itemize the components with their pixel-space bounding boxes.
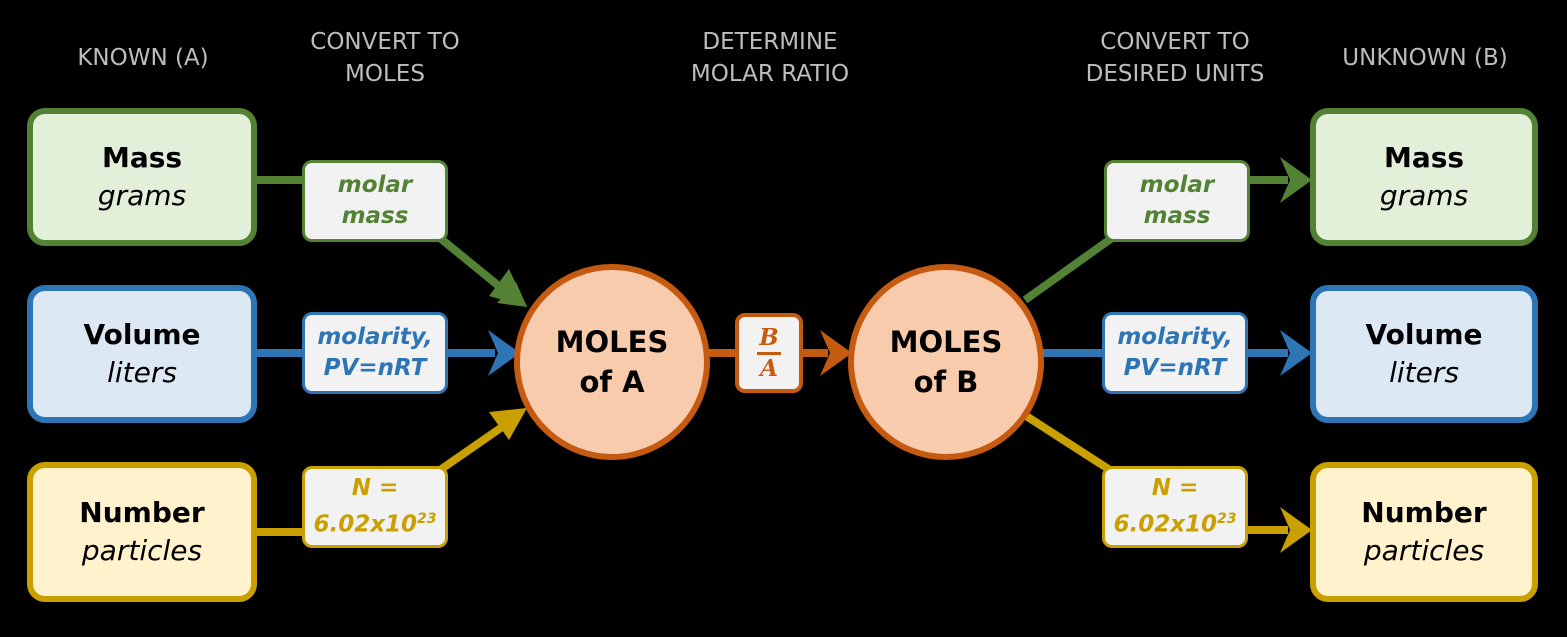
arrow-volume-to-moles-a [488, 330, 520, 376]
moles-b-to-conv-mass-line [1022, 234, 1115, 304]
unknown-number-box: Number particles [1310, 462, 1538, 602]
moles-b-line2: of B [913, 365, 979, 399]
moles-b-to-conv-number-line [1017, 408, 1113, 474]
arrow-to-mass-b [1280, 157, 1312, 203]
conv-number-to-moles-a-line [437, 421, 508, 474]
conv-molarity-right: molarity, PV=nRT [1102, 312, 1248, 394]
known-number-unit: particles [81, 534, 203, 567]
conv-molar-mass-right: molar mass [1104, 160, 1250, 242]
known-volume-title: Volume [83, 318, 201, 351]
unknown-mass-unit: grams [1379, 179, 1469, 212]
conv-avogadro-right-line1: N = [1151, 475, 1199, 502]
ratio-fraction-bar [757, 351, 781, 355]
known-volume-box: Volume liters [27, 285, 257, 423]
unknown-volume-title: Volume [1365, 318, 1483, 351]
known-volume-unit: liters [107, 356, 177, 389]
conv-molar-mass-left: molar mass [302, 160, 448, 242]
conv-avogadro-left-line1: N = [351, 475, 399, 502]
known-number-title: Number [79, 496, 205, 529]
moles-b-line1: MOLES [889, 325, 1003, 359]
known-mass-title: Mass [101, 141, 183, 174]
arrow-ratio-to-moles-b [820, 330, 852, 376]
conv-molar-mass-left-line1: molar [337, 172, 413, 198]
known-mass-unit: grams [97, 179, 187, 212]
conv-molarity-left-line1: molarity, [317, 324, 433, 350]
conv-molarity-left: molarity, PV=nRT [302, 312, 448, 394]
arrow-number-to-moles-a [489, 408, 527, 440]
avogadro-base-right: 6.02x10 [1113, 511, 1218, 538]
moles-a-line2: of A [579, 365, 645, 399]
unknown-mass-box: Mass grams [1310, 108, 1538, 246]
molar-ratio-box: B A [735, 313, 803, 393]
conv-molarity-right-line2: PV=nRT [1123, 355, 1227, 381]
header-unknown: UNKNOWN (B) [1342, 45, 1508, 71]
unknown-volume-unit: liters [1389, 356, 1459, 389]
arrow-to-number-b [1280, 507, 1312, 553]
moles-a-line1: MOLES [555, 325, 669, 359]
conv-mass-to-moles-a-line [437, 234, 503, 291]
unknown-mass-title: Mass [1383, 141, 1465, 174]
conv-molarity-left-line2: PV=nRT [323, 355, 427, 381]
avogadro-base: 6.02x10 [313, 511, 418, 538]
conv-avogadro-right-line2: 6.02x1023 [1113, 504, 1236, 541]
avogadro-exponent: 23 [417, 511, 437, 528]
conv-molar-mass-right-line1: molar [1139, 172, 1215, 198]
ratio-denominator: A [760, 354, 778, 382]
ratio-numerator: B [759, 323, 779, 351]
unknown-number-unit: particles [1363, 534, 1485, 567]
conv-avogadro-right: N = 6.02x1023 [1102, 466, 1248, 548]
conv-avogadro-left-line2: 6.02x1023 [313, 504, 436, 541]
moles-of-b-circle: MOLES of B [848, 264, 1044, 460]
unknown-volume-box: Volume liters [1310, 285, 1538, 423]
known-mass-box: Mass grams [27, 108, 257, 246]
header-convert-to-moles: CONVERT TO MOLES [310, 29, 460, 87]
arrow-to-volume-b [1280, 330, 1312, 376]
conv-molarity-right-line1: molarity, [1117, 324, 1233, 350]
conv-molar-mass-left-line2: mass [341, 203, 409, 229]
header-determine-molar-ratio: DETERMINE MOLAR RATIO [690, 29, 850, 87]
moles-of-a-circle: MOLES of A [514, 264, 710, 460]
header-convert-to-desired-units: CONVERT TO DESIRED UNITS [1085, 29, 1265, 87]
unknown-number-title: Number [1361, 496, 1487, 529]
header-known: KNOWN (A) [77, 45, 209, 71]
conv-molar-mass-right-line2: mass [1143, 203, 1211, 229]
known-number-box: Number particles [27, 462, 257, 602]
avogadro-exponent-right: 23 [1217, 511, 1237, 528]
arrow-mass-to-moles-a-head [489, 269, 527, 307]
conv-avogadro-left: N = 6.02x1023 [302, 466, 448, 548]
